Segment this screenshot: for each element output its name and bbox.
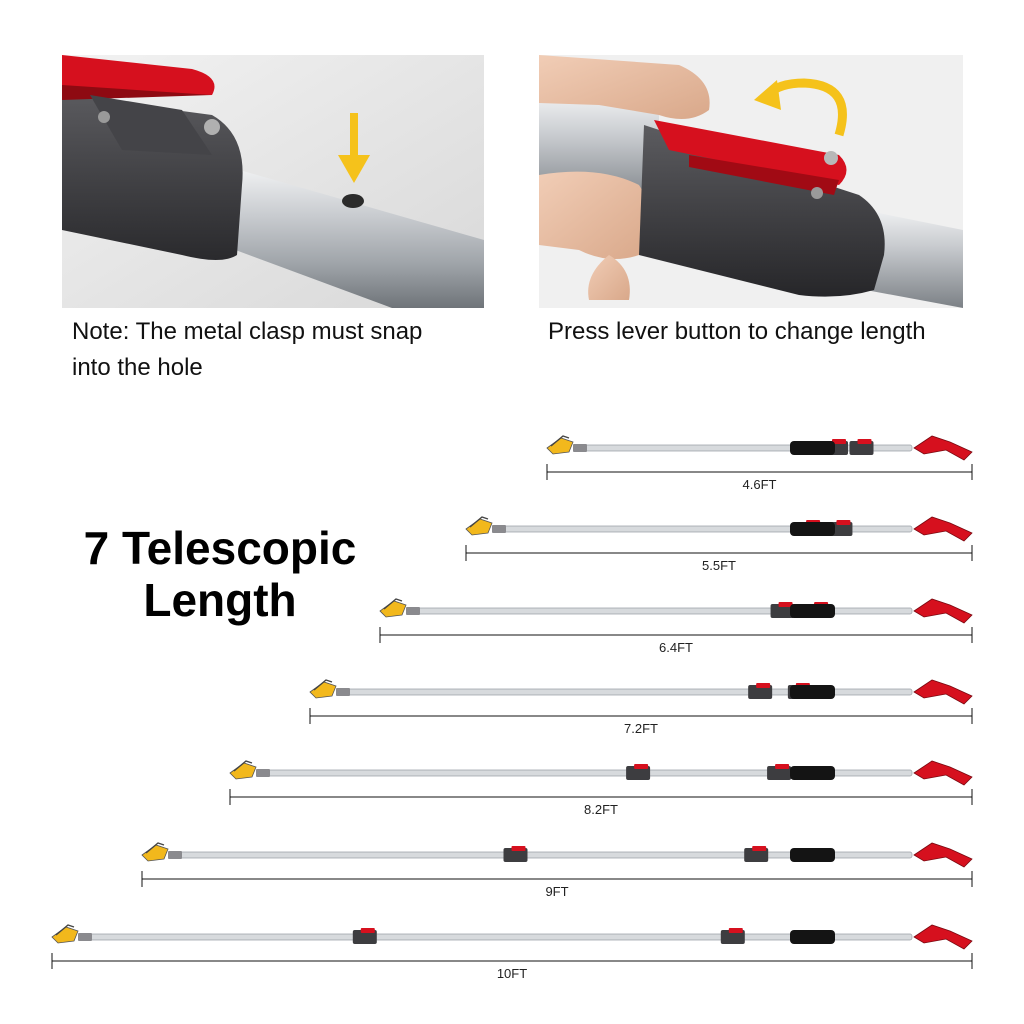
length-label: 6.4FT [659, 640, 693, 655]
curved-arrow-icon [754, 78, 847, 137]
foam-grip [790, 930, 835, 944]
clasp-lever [775, 764, 790, 769]
blade-mount [256, 769, 270, 777]
trigger-handle-icon [913, 842, 973, 868]
clasp-housing [849, 441, 874, 455]
blade-head-icon [309, 681, 337, 699]
blade-mount [78, 933, 92, 941]
blade-mount [336, 688, 350, 696]
clasp-note-line2: into the hole [72, 354, 203, 381]
foam-grip [790, 685, 835, 699]
blade-mount [492, 525, 506, 533]
clasp-lever [360, 928, 375, 933]
pole-tube [407, 607, 913, 615]
blade-head-icon [141, 844, 169, 862]
blade-edge [550, 435, 570, 447]
foam-grip [790, 441, 835, 455]
clasp-lever [752, 846, 767, 851]
lever-press-caption: Press lever button to change length [548, 318, 926, 345]
blade-mount [168, 851, 182, 859]
clasp-housing [770, 604, 795, 618]
blade-edge [233, 760, 253, 772]
clasp-housing [720, 930, 745, 944]
clasp-housing [626, 766, 651, 780]
headline-line2: Length [143, 574, 297, 626]
clasp-hole-photo [62, 55, 484, 308]
length-label: 10FT [497, 966, 527, 981]
blade-mount [573, 444, 587, 452]
blade-edge [145, 842, 165, 854]
clasp-lever [857, 439, 872, 444]
length-label: 4.6FT [743, 477, 777, 492]
blade-head-icon [229, 762, 257, 780]
length-label: 8.2FT [584, 802, 618, 817]
trigger-handle-icon [913, 516, 973, 542]
length-label: 7.2FT [624, 721, 658, 736]
pole-tube [79, 933, 913, 941]
clasp-housing [503, 848, 528, 862]
clasp-lever [778, 602, 793, 607]
trigger-handle-icon [913, 598, 973, 624]
clasp-housing [744, 848, 769, 862]
down-arrow-icon [338, 113, 370, 183]
foam-grip [790, 766, 835, 780]
blade-edge [313, 679, 333, 691]
trigger-handle-icon [913, 435, 973, 461]
blade-mount [406, 607, 420, 615]
trigger-handle-icon [913, 760, 973, 786]
blade-head-icon [546, 437, 574, 455]
clasp-lever [832, 439, 846, 444]
trigger-handle-icon [913, 679, 973, 705]
clasp-lever [634, 764, 649, 769]
clasp-housing [352, 930, 377, 944]
blade-head-icon [51, 926, 79, 944]
length-label: 5.5FT [702, 558, 736, 573]
blade-head-icon [379, 600, 407, 618]
blade-edge [383, 598, 403, 610]
foam-grip [790, 848, 835, 862]
foam-grip [790, 604, 835, 618]
clasp-lever [836, 520, 851, 525]
blade-head-icon [465, 518, 493, 536]
clasp-lever [511, 846, 526, 851]
clasp-housing [767, 766, 792, 780]
clasp-housing [748, 685, 773, 699]
blade-edge [469, 516, 489, 528]
length-label: 9FT [545, 884, 568, 899]
clasp-lever [756, 683, 771, 688]
lever-press-photo [539, 55, 963, 308]
blade-edge [55, 924, 75, 936]
headline-line1: 7 Telescopic [83, 522, 357, 574]
trigger-handle-icon [913, 924, 973, 950]
clasp-note-caption: Note: The metal clasp must snap into the… [72, 314, 492, 386]
clasp-note-line1: Note: The metal clasp must snap [72, 318, 423, 345]
foam-grip [790, 522, 835, 536]
telescopic-headline: 7 Telescopic Length [40, 522, 400, 626]
clasp-lever [728, 928, 743, 933]
